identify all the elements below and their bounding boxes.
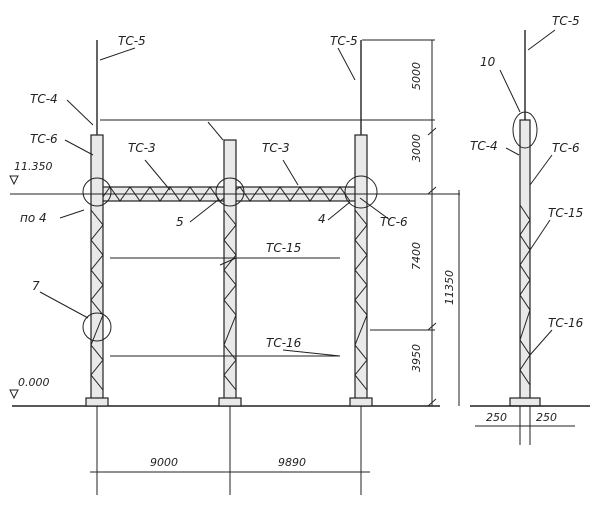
left-column [90, 134, 104, 406]
dim-7400: 7400 [410, 242, 423, 270]
dim-5000: 5000 [410, 62, 423, 90]
leader-5 [189, 199, 219, 223]
detail-circle-4 [344, 175, 378, 209]
leader-tc15-mid [219, 257, 237, 266]
leader-side-10 [499, 69, 521, 113]
dim-span-2: 9890 [278, 456, 306, 469]
top-truss-lacing [99, 186, 351, 202]
main-frame [9, 39, 460, 495]
label-po4: по 4 [20, 211, 47, 225]
leader-tc4-left [66, 99, 94, 126]
level-marker-ground [9, 389, 19, 400]
label-tc5-right: ТС-5 [330, 34, 358, 48]
left-column-lacing [90, 209, 104, 391]
tick-3 [427, 322, 437, 331]
detail-circle-10 [512, 111, 538, 149]
leader-side-tc5 [527, 29, 556, 51]
tick-4 [427, 398, 437, 407]
dim-side-right: 250 [536, 411, 557, 424]
label-tc5-left: ТС-5 [118, 34, 146, 48]
label-side-tc15: ТС-15 [548, 206, 583, 220]
label-tc6-right: ТС-6 [380, 215, 408, 229]
leader-tc16 [282, 349, 341, 357]
tick-2 [427, 186, 437, 195]
label-tc4-left: ТС-4 [30, 92, 58, 106]
detail-circle-po4 [82, 177, 112, 207]
label-tc15-main: ТС-15 [266, 241, 301, 255]
middle-column-lacing [223, 209, 237, 391]
dim-side-left: 250 [486, 411, 507, 424]
left-base-plate [85, 397, 109, 407]
level-marker-top [9, 175, 19, 186]
leader-tc3-a [144, 159, 171, 191]
label-side-tc4: ТС-4 [470, 139, 498, 153]
leader-4 [327, 201, 351, 221]
label-tc3-a: ТС-3 [128, 141, 156, 155]
leader-tc5-left [99, 47, 136, 61]
leader-tc5-right [337, 47, 356, 81]
leader-po4 [59, 209, 85, 219]
side-base-plate [509, 397, 541, 407]
leader-tc6-left [64, 139, 94, 156]
leader-side-tc6 [529, 154, 553, 186]
side-column-lacing [519, 204, 531, 386]
label-node-10: 10 [480, 55, 496, 69]
labels: ТС-5 ТС-5 ТС-4 ТС-6 ТС-3 ТС-3 ТС-6 ТС-15… [14, 14, 584, 469]
middle-base-plate [218, 397, 242, 407]
label-tc3-b: ТС-3 [262, 141, 290, 155]
detail-circle-7 [82, 312, 112, 342]
label-node-5: 5 [176, 215, 184, 229]
leader-7 [39, 291, 89, 319]
level-ground: 0.000 [18, 376, 50, 389]
dim-11350: 11350 [443, 270, 456, 305]
leader-tc4-mid [207, 121, 224, 141]
level-top-beam: 11.350 [14, 160, 53, 173]
label-side-tc5: ТС-5 [552, 14, 580, 28]
dim-span-1: 9000 [150, 456, 178, 469]
label-side-tc6: ТС-6 [552, 141, 580, 155]
label-tc6-left: ТС-6 [30, 132, 58, 146]
dim-3950: 3950 [410, 344, 423, 372]
label-node-7: 7 [32, 279, 40, 293]
tick-1 [427, 127, 437, 136]
right-base-plate [349, 397, 373, 407]
dim-3000: 3000 [410, 134, 423, 162]
leader-side-tc15 [529, 219, 551, 251]
side-elevation [470, 29, 590, 445]
label-side-tc16: ТС-16 [548, 316, 584, 330]
right-column-lacing [354, 209, 368, 391]
leader-side-tc4 [505, 147, 520, 156]
label-tc16-main: ТС-16 [266, 336, 302, 350]
leader-side-tc16 [529, 329, 553, 356]
leader-tc3-b [282, 159, 299, 186]
label-node-4: 4 [318, 212, 326, 226]
detail-circle-5 [215, 177, 245, 207]
leader-tc6-right [359, 197, 391, 221]
